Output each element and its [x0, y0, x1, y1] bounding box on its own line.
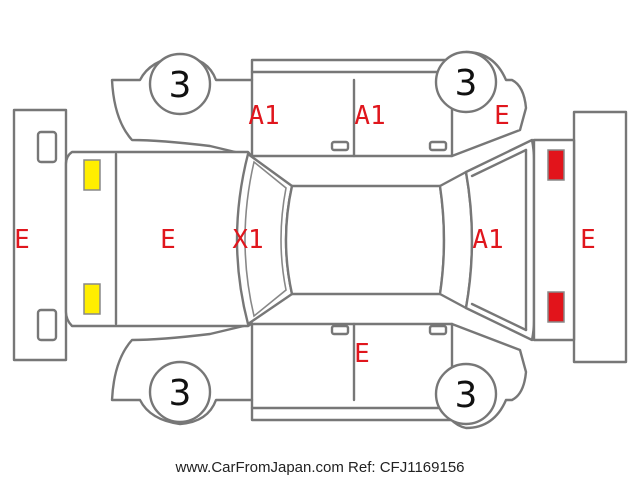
tire-rear-left: 3: [434, 50, 498, 114]
svg-text:3: 3: [169, 373, 192, 414]
tire-rear-right: 3: [434, 362, 498, 426]
svg-text:3: 3: [455, 63, 478, 104]
code-top-rear-door: A1: [354, 101, 385, 131]
tire-front-left: 3: [148, 52, 212, 116]
front-bumper: [12, 108, 68, 362]
code-rear-glass: A1: [472, 225, 503, 255]
code-bottom-rear-door: E: [354, 339, 370, 369]
headlight-top: [83, 159, 101, 191]
taillight-bottom: [547, 291, 565, 323]
code-hood: E: [160, 225, 176, 255]
code-rear-bumper: E: [580, 225, 596, 255]
code-top-front-door: A1: [248, 101, 279, 131]
headlight-bottom: [83, 283, 101, 315]
code-top-rear-quarter: E: [494, 101, 510, 131]
headlights: [83, 159, 101, 315]
code-front-bumper: E: [14, 225, 30, 255]
bottom-side-panels: [110, 322, 528, 430]
taillight-top: [547, 149, 565, 181]
tire-front-right: 3: [148, 360, 212, 424]
code-windshield: X1: [232, 225, 263, 255]
footer-reference: www.CarFromJapan.com Ref: CFJ1169156: [175, 459, 465, 476]
taillights: [547, 149, 565, 323]
car-top-view: [64, 138, 576, 342]
svg-text:3: 3: [455, 375, 478, 416]
svg-text:3: 3: [169, 65, 192, 106]
